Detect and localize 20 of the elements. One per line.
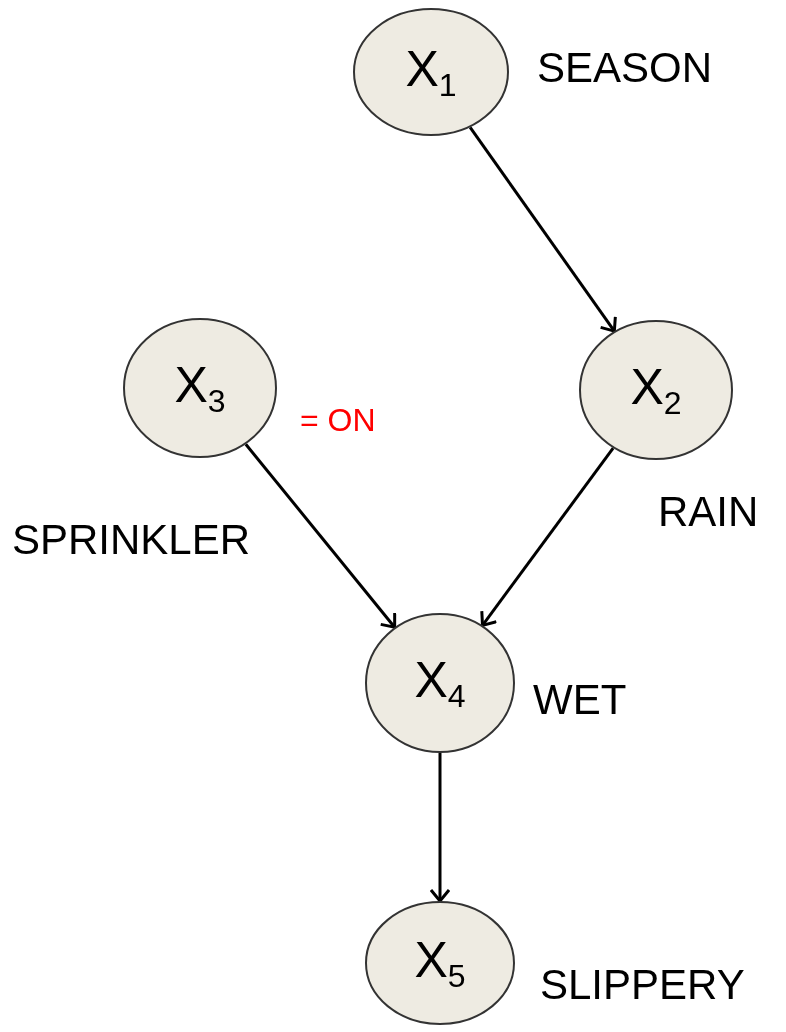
node-caption: SLIPPERY xyxy=(540,964,745,1006)
variable-node xyxy=(123,318,277,458)
variable-label: X$_{2}$ xyxy=(630,361,682,419)
node-caption: SPRINKLER xyxy=(12,519,251,561)
node-caption: = ON xyxy=(300,404,376,436)
node-caption: RAIN xyxy=(658,491,759,533)
arrow xyxy=(429,753,451,903)
arrow xyxy=(244,443,397,629)
variable-label: X$_{4}$ xyxy=(414,654,466,712)
variable-node xyxy=(579,320,733,460)
variable-label: X$_{3}$ xyxy=(174,359,226,417)
variable-node xyxy=(353,8,509,136)
variable-node xyxy=(365,901,515,1025)
node-caption: WET xyxy=(533,679,627,721)
node-caption: SEASON xyxy=(537,47,713,89)
arrow xyxy=(480,447,615,627)
variable-node xyxy=(365,613,515,753)
variable-label: X$_{5}$ xyxy=(414,934,466,992)
arrow xyxy=(468,126,617,333)
variable-label: X$_{1}$ xyxy=(405,43,457,101)
